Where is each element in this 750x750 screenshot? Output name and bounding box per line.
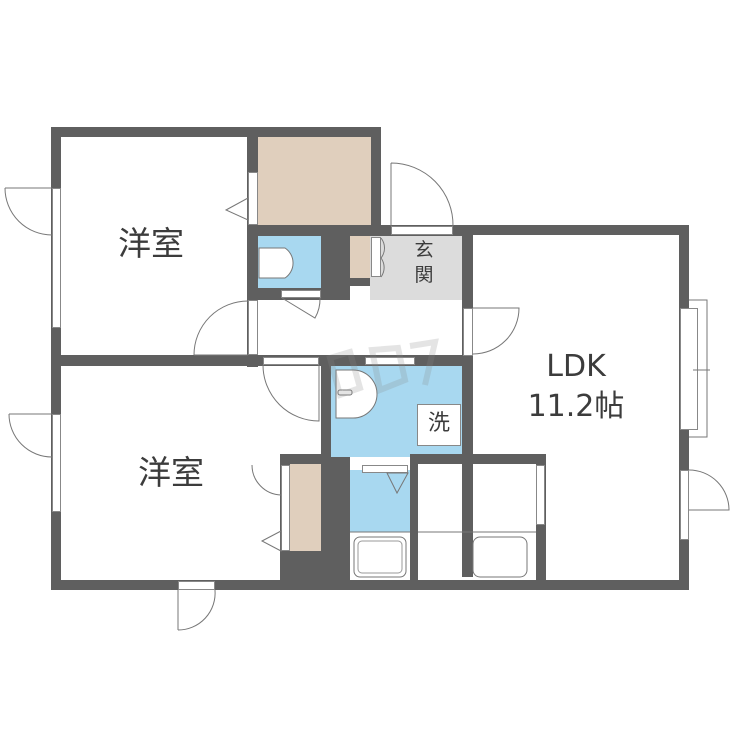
door-toilet[interactable]: [281, 290, 321, 298]
door-swing-room1-west: [4, 187, 53, 236]
window-room2-south[interactable]: [178, 581, 215, 590]
door-shoe-closet[interactable]: [371, 237, 381, 277]
wall-rooms-divider: [51, 355, 473, 366]
window-room2-west[interactable]: [52, 414, 61, 512]
door-ldk[interactable]: [463, 308, 473, 356]
entrance-floor: [370, 236, 462, 300]
toilet-bowl-icon: [258, 247, 294, 279]
wall-top-right: [462, 225, 689, 235]
window-bath[interactable]: [536, 465, 545, 525]
door-room1[interactable]: [248, 300, 258, 355]
wall-washroom-left: [321, 355, 331, 580]
western-room-1-label: 洋室: [118, 224, 184, 263]
door-room2[interactable]: [263, 357, 319, 365]
wall-room1-right: [247, 127, 258, 367]
western-room-2-label: 洋室: [138, 453, 204, 492]
wall-washroom-bottom: [331, 457, 350, 580]
washbasin-icon: [335, 369, 378, 419]
door-closet2[interactable]: [281, 465, 290, 551]
washroom-lower-floor: [350, 470, 410, 532]
sink-fixture-icon: [353, 536, 407, 578]
western-room-1-floor: [62, 137, 248, 355]
closet-1: [258, 137, 371, 225]
wall-toilet-right: [321, 225, 350, 300]
outer-wall-top-left: [51, 127, 381, 137]
wall-bath-top: [410, 454, 546, 464]
wall-closet1-right: [371, 127, 381, 227]
wall-closet2-top: [280, 454, 331, 464]
door-ldk-east[interactable]: [680, 470, 689, 540]
watermark-logo: [326, 338, 439, 399]
window-ldk-east[interactable]: [680, 308, 698, 430]
bathtub-icon: [472, 536, 528, 578]
window-room1-west[interactable]: [52, 188, 61, 328]
ldk-size-label: 11.2帖: [527, 389, 625, 424]
door-bath[interactable]: [362, 465, 408, 473]
ldk-label: LDK: [546, 349, 606, 384]
door-entrance[interactable]: [391, 226, 453, 235]
entrance-label: 玄関: [414, 239, 434, 286]
closet-2: [290, 463, 321, 551]
outer-wall-bottom: [51, 580, 689, 590]
wall-genkan-right: [462, 225, 473, 577]
wall-shoe-bottom: [350, 278, 370, 286]
shoe-closet: [350, 236, 370, 278]
wall-closet1-bottom: [247, 225, 462, 236]
washroom-label: 洗: [417, 404, 461, 446]
door-washroom[interactable]: [365, 357, 415, 365]
wall-bath-divider: [410, 454, 418, 580]
